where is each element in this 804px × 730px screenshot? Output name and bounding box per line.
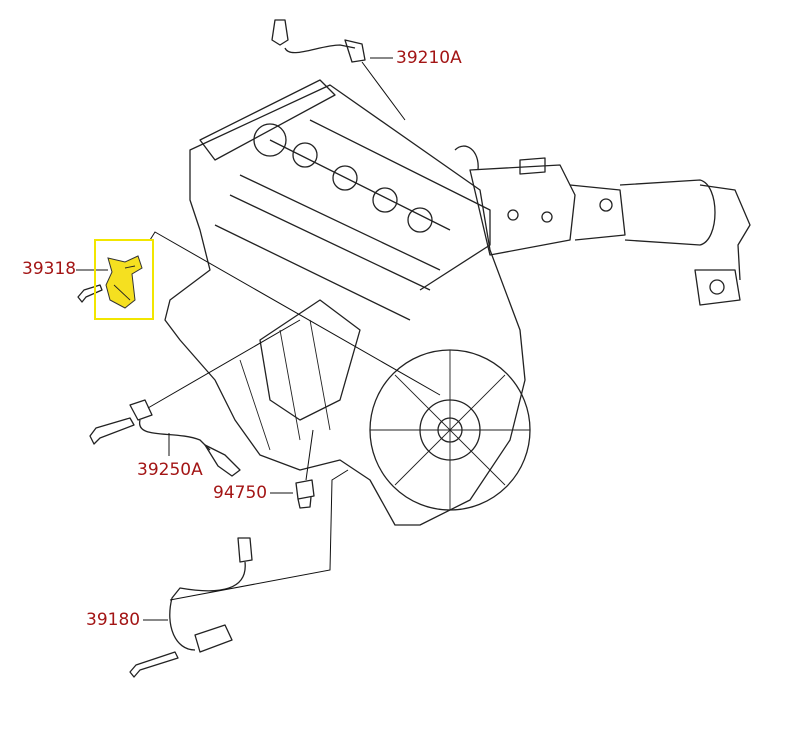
callout-94750[interactable]: 94750: [213, 483, 268, 503]
part-94750-oil-pressure-switch[interactable]: [270, 429, 315, 509]
callout-39210A[interactable]: 39210A: [396, 48, 462, 68]
part-39250A-sensor[interactable]: [89, 319, 301, 477]
part-39210A-oxygen-sensor[interactable]: [271, 19, 406, 121]
callout-39180[interactable]: 39180: [86, 610, 141, 630]
callout-39318[interactable]: 39318: [22, 259, 77, 279]
engine-block: [164, 79, 751, 526]
callout-39250A[interactable]: 39250A: [137, 460, 203, 480]
part-39180-crankshaft-sensor[interactable]: [129, 469, 349, 678]
highlight-box-39318: [94, 239, 154, 320]
part-39318-camshaft-sensor[interactable]: [76, 231, 441, 396]
